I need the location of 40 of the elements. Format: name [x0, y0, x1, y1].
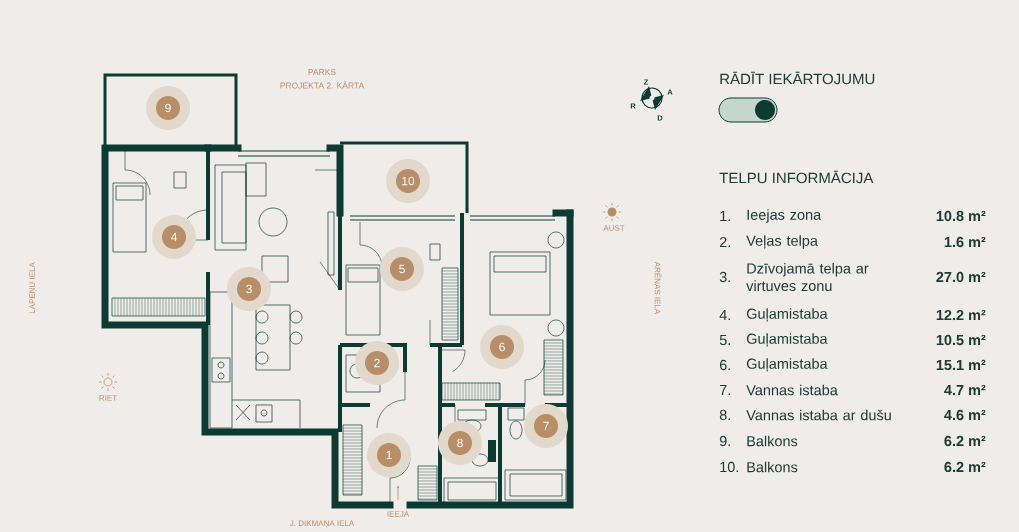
- row-number: 2.: [719, 236, 730, 248]
- street-label: PROJEKTA 2. KĀRTA: [280, 81, 365, 89]
- entrance-label: IEEJA: [387, 511, 410, 517]
- area-value: 27.0 m²: [936, 271, 986, 283]
- room-name: Vannas istaba: [746, 384, 838, 396]
- row-number: 9.: [719, 435, 730, 447]
- room-name: Guļamistaba: [746, 358, 828, 372]
- row-number: 4.: [719, 310, 730, 320]
- street-label: PARKS: [308, 69, 336, 75]
- area-value: 4.6 m²: [944, 409, 986, 421]
- direction-label: RIET: [99, 395, 117, 401]
- row-number: 8.: [719, 409, 730, 421]
- row-number: 3.: [719, 271, 730, 283]
- section-heading: TELPU INFORMĀCIJA: [719, 170, 874, 184]
- row-number: 1.: [720, 211, 730, 221]
- room-name: Guļamistaba: [746, 308, 828, 322]
- room-name: Veļas telpa: [746, 235, 818, 249]
- row-number: 10.: [720, 461, 739, 473]
- area-value: 15.1 m²: [936, 359, 986, 371]
- room-name: Guļamistaba: [746, 333, 828, 347]
- area-value: 12.2 m²: [936, 309, 986, 321]
- row-number: 7.: [719, 385, 730, 395]
- room-name: Vannas istaba ar dušu: [746, 409, 891, 421]
- room-name: Dzīvojamā telpa ar virtuves zonu: [746, 262, 869, 291]
- room-name: Balkons: [747, 435, 798, 447]
- area-value: 1.6 m²: [944, 236, 986, 248]
- area-value: 10.5 m²: [936, 334, 986, 346]
- direction-label: AUST: [603, 225, 625, 231]
- room-name: Ieejas zona: [747, 209, 822, 223]
- section-heading: RĀDĪT IEKĀRTOJUMU: [720, 71, 875, 85]
- area-value: 6.2 m²: [944, 461, 986, 473]
- area-value: 6.2 m²: [944, 435, 986, 447]
- row-number: 5.: [719, 334, 730, 346]
- street-label: LAPEŅU IELA: [29, 262, 37, 314]
- area-value: 10.8 m²: [936, 210, 986, 222]
- street-label: J. DIKMAŅA IELA: [289, 520, 355, 528]
- area-value: 4.7 m²: [944, 384, 986, 396]
- street-label: ARĒNAS IELA: [654, 261, 662, 315]
- room-name: Balkons: [747, 461, 798, 473]
- row-number: 6.: [719, 359, 730, 371]
